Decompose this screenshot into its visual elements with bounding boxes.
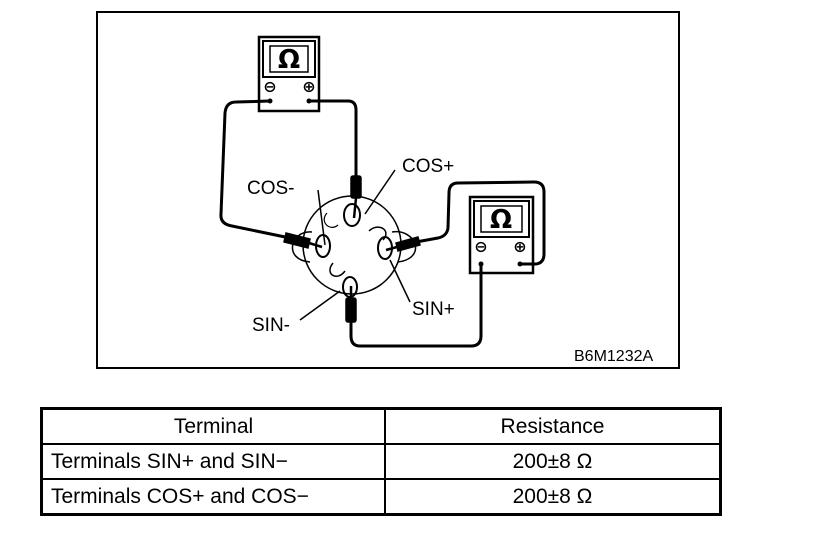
- test-leads: [219, 99, 546, 348]
- ohmmeter-right: Ω ⊖ ⊕: [468, 195, 535, 275]
- label-cos-minus: COS-: [247, 178, 295, 199]
- minus-terminal-icon: ⊖: [263, 77, 276, 96]
- plus-terminal-icon: ⊕: [302, 77, 315, 96]
- ohmmeter-top: Ω ⊖ ⊕: [257, 35, 321, 113]
- minus-terminal-icon: ⊖: [474, 237, 487, 256]
- probe-tips: [283, 175, 421, 323]
- label-leaders: [299, 169, 411, 321]
- resistance-spec-table: Terminal Resistance Terminals SIN+ and S…: [40, 407, 722, 516]
- table-row: Terminals SIN+ and SIN− 200±8 Ω: [40, 443, 722, 480]
- resolver-test-diagram: Ω ⊖ ⊕ Ω ⊖ ⊕: [96, 11, 680, 369]
- figure-code: B6M1232A: [574, 348, 653, 365]
- ohm-symbol-icon: Ω: [278, 45, 300, 75]
- plus-terminal-icon: ⊕: [513, 237, 526, 256]
- table-header-row: Terminal Resistance: [40, 407, 722, 445]
- resistance-cell: 200±8 Ω: [384, 478, 722, 516]
- header-terminal: Terminal: [40, 407, 386, 445]
- terminal-cell: Terminals SIN+ and SIN−: [40, 443, 386, 480]
- label-sin-minus: SIN-: [252, 315, 290, 336]
- ohm-symbol-icon: Ω: [490, 205, 512, 235]
- table-row: Terminals COS+ and COS− 200±8 Ω: [40, 478, 722, 516]
- label-sin-plus: SIN+: [412, 299, 455, 320]
- terminal-cell: Terminals COS+ and COS−: [40, 478, 386, 516]
- diagram-frame: [96, 11, 680, 369]
- resistance-cell: 200±8 Ω: [384, 443, 722, 480]
- header-resistance: Resistance: [384, 407, 722, 445]
- label-cos-plus: COS+: [402, 156, 454, 177]
